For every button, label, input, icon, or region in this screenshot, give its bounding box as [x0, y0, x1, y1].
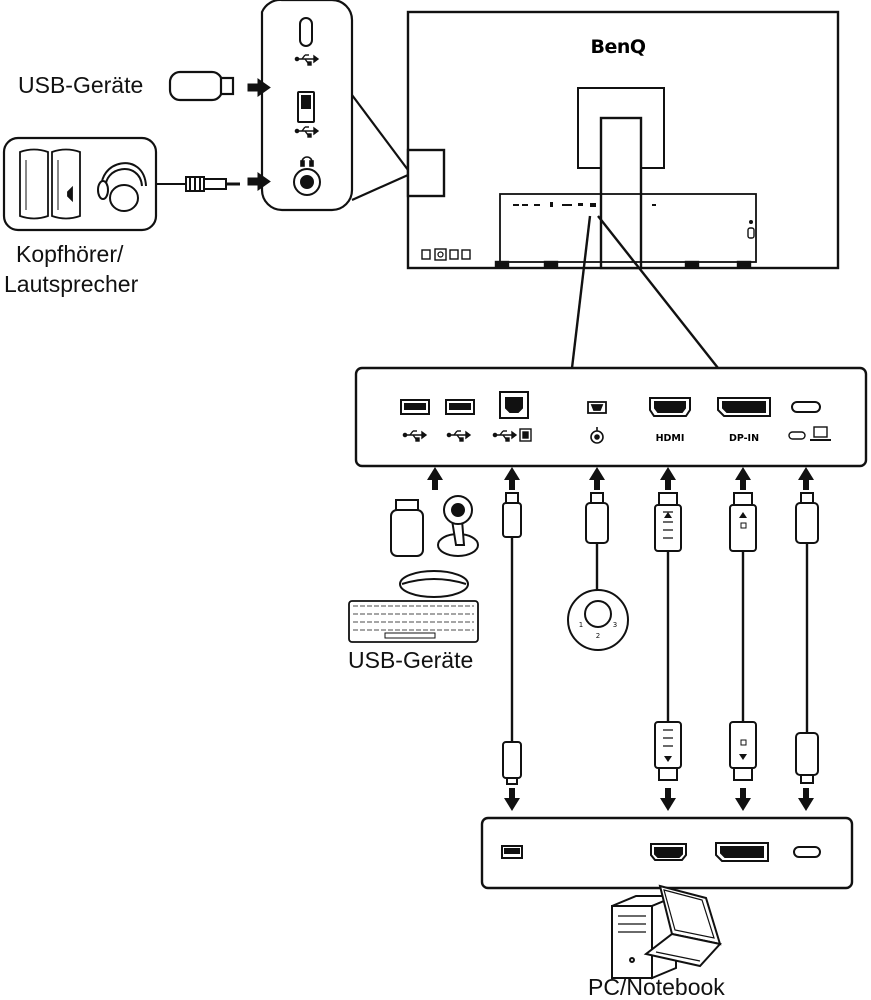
usb-icon: [294, 54, 320, 66]
pc-notebook-label: PC/Notebook: [588, 974, 725, 1000]
callout-wedge: [570, 215, 719, 369]
arrows-up: [427, 467, 814, 490]
laptop-icon: [810, 426, 831, 441]
usbb-port: [499, 391, 529, 419]
usb-stick-icon: [390, 499, 424, 557]
hdmi-port: [649, 397, 691, 417]
usb-icon: [402, 430, 428, 442]
side-port-panel: [260, 0, 409, 212]
connector-markings: [664, 512, 747, 762]
arrow-audio-side: [247, 172, 271, 191]
headphone-icon: [300, 156, 314, 167]
hotkey-puck: [567, 589, 629, 651]
headphones-label-line1: Kopfhörer/: [16, 241, 124, 267]
joystick-icon: [437, 495, 479, 557]
usb-icon: [446, 430, 472, 442]
arrows-down: [504, 788, 814, 811]
hotkey-cable: [585, 492, 609, 590]
pc-displayport-port: [715, 842, 769, 862]
rear-port-panel: [354, 366, 868, 468]
audio-cable: [156, 176, 240, 192]
usbc-cable: [795, 492, 819, 784]
usb-icon: [492, 430, 518, 442]
monitor-brand-logo: BenQ: [590, 36, 645, 58]
usb-stick-icon: [168, 70, 235, 102]
audio-jack-port: [293, 168, 321, 196]
side-usba-port: [297, 91, 315, 123]
usba-port-1: [400, 399, 430, 415]
hotkey-port: [587, 401, 607, 414]
arrow-usb-side: [247, 78, 271, 97]
mouse-icon: [399, 570, 469, 598]
pc-usbc-port: [793, 846, 821, 858]
usb-devices-bottom-text: USB-Geräte: [348, 647, 473, 673]
dp-port-label: DP-IN: [729, 433, 759, 444]
pc-usba-port: [501, 845, 523, 859]
headphones-label-line2: Lautsprecher: [4, 271, 139, 297]
notebook-icon: [643, 884, 722, 968]
headphones-icon: [97, 162, 147, 212]
usb-devices-side-label: USB-Geräte: [18, 72, 143, 98]
displayport-port: [717, 397, 771, 417]
thunderbolt-usbc-icon: [788, 431, 806, 440]
hdmi-port-label: HDMI: [656, 433, 685, 444]
side-usbc-port: [299, 17, 313, 47]
hotkey-puck-icon: [590, 427, 604, 444]
usbc-port: [791, 401, 821, 413]
speaker-icon: [19, 148, 81, 220]
displayport-cable: [729, 492, 757, 781]
puck-button-1: 1: [579, 621, 583, 629]
keyboard-icon: [348, 600, 479, 643]
monitor-tiny-port-icons: [513, 202, 656, 207]
usb-b-icon: [519, 428, 532, 442]
monitor-back: [406, 10, 840, 270]
usb-icon: [294, 126, 320, 138]
puck-button-3: 3: [613, 621, 617, 629]
pc-hdmi-port: [650, 843, 687, 861]
usba-port-2: [445, 399, 475, 415]
hdmi-cable: [654, 492, 682, 781]
usb-cable: [502, 492, 522, 785]
puck-button-2: 2: [596, 632, 600, 640]
